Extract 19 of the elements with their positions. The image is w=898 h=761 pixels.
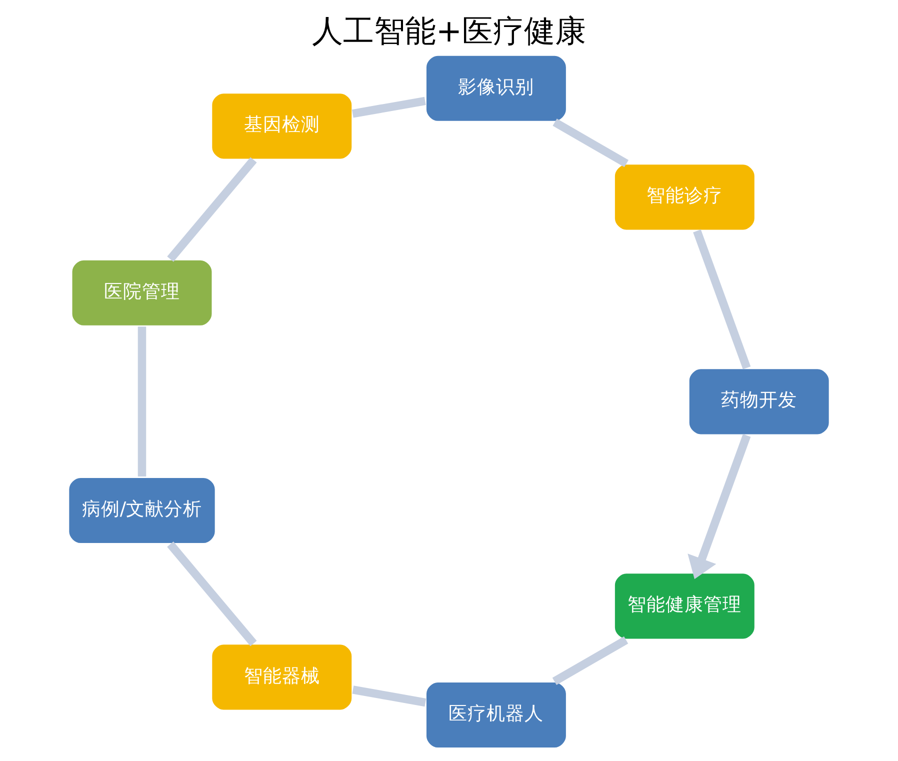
connector — [352, 96, 426, 118]
node-box: 智能健康管理 — [612, 572, 756, 641]
node-box: 医疗机器人 — [424, 680, 568, 750]
node-box: 病例/文献分析 — [67, 476, 217, 546]
connector — [167, 157, 257, 262]
diagram-title: 人工智能+医疗健康 — [312, 13, 586, 50]
connector — [552, 118, 628, 168]
node-box: 影像识别 — [424, 54, 568, 123]
connector — [552, 636, 628, 685]
connector — [352, 686, 426, 707]
node-box: 药物开发 — [687, 367, 831, 436]
connector — [138, 326, 146, 476]
node-box: 智能器械 — [210, 642, 354, 712]
node-box: 智能诊疗 — [612, 162, 756, 232]
arrow — [688, 434, 751, 580]
connector — [693, 230, 751, 370]
node-box: 医院管理 — [70, 258, 214, 328]
node-box: 基因检测 — [210, 92, 354, 161]
connector — [167, 542, 257, 646]
